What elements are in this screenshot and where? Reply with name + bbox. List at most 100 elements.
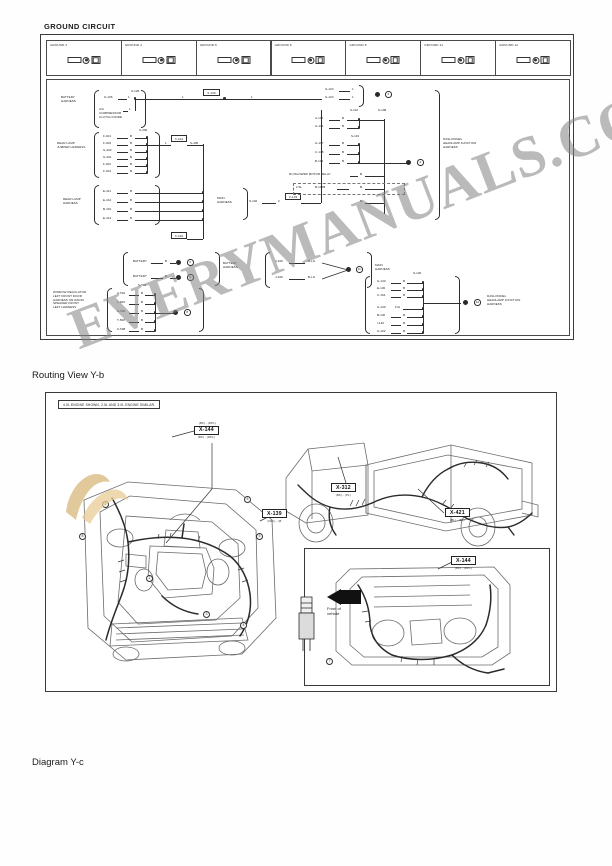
jumper-gauge: B-LG [308, 275, 316, 279]
bubble-6: 6 [244, 496, 251, 503]
splice-node [223, 97, 226, 100]
wire-pin: B [130, 169, 133, 173]
wire-pin: 1 [352, 95, 354, 99]
wire-pin: B [342, 150, 345, 154]
wire-id: F-404 [103, 169, 112, 173]
ground-bolt-icon [382, 56, 390, 64]
window-regulator-label: WINDOW REGULATOR LEFT FRONT DOOR HARNESS… [53, 290, 87, 309]
callout-x139[interactable]: X-139 (DPL) - (B [262, 509, 287, 523]
wire-id: E-411 [103, 189, 112, 193]
brace-right [243, 188, 248, 220]
bubble-7: 7 [326, 658, 333, 665]
wire-line [365, 188, 384, 190]
engine-option-region [293, 183, 405, 195]
splice-id: S-110 [350, 108, 359, 112]
splice-node [153, 329, 157, 332]
bottom-pin: B [360, 199, 363, 203]
wire-line [135, 219, 203, 221]
splice-node [421, 307, 425, 310]
wire-line [129, 330, 139, 332]
wire-id: A-501 [117, 291, 126, 295]
wire-line [339, 98, 350, 100]
brace-right [155, 132, 160, 178]
brace-right [215, 252, 220, 286]
ground-circuit-section: GROUND CIRCUIT GROUND 3 GROUND 4 [40, 22, 574, 340]
splice-node [145, 171, 149, 174]
terminal-icon [67, 57, 82, 63]
wire-pin: B [403, 279, 406, 283]
wire-line [347, 153, 359, 155]
callout-x421[interactable]: X-421 (BL) - (BL) [445, 508, 470, 522]
wire-line [407, 296, 423, 298]
splice-node [421, 281, 425, 284]
wire-line [145, 303, 155, 305]
wire-id: G-107 [315, 141, 324, 145]
wire-line [118, 98, 127, 100]
wire-id: E-414 [103, 216, 112, 220]
connector-cell-ground-12: GROUND 12 [495, 40, 571, 76]
ground-bolt-icon [232, 56, 240, 64]
wire-line [151, 262, 163, 264]
ground-circuit-frame: GROUND 3 GROUND 4 GROU [40, 34, 574, 340]
connector-cell-ground-5: GROUND 5 [195, 40, 272, 76]
jumper-merge-lines [321, 262, 349, 280]
battery-row-pin: B [165, 259, 168, 263]
brace-left [94, 185, 99, 225]
callout-x144-top[interactable]: (BK) - (DPL) X-144 (BK) - (DPL) [194, 421, 219, 439]
wire-pin: 1 [352, 87, 354, 91]
wire-id: G-130 [377, 279, 386, 283]
connector-label: GROUND 12 [499, 43, 519, 47]
wire-pin: B [130, 207, 133, 211]
dash-splice: S-130 [413, 271, 422, 275]
wire-pin: B [130, 134, 133, 138]
wire-line [203, 190, 204, 222]
wire-pin: B [141, 309, 144, 313]
wire-line [129, 294, 139, 296]
splice-node [421, 315, 425, 318]
ground-ring: 11 [356, 266, 363, 273]
wire-id: B-401 [103, 207, 112, 211]
bubble-3: 3 [203, 611, 210, 618]
splice-id: S-126 [131, 89, 140, 93]
ground-box-icon [315, 56, 325, 64]
wire-line [135, 98, 147, 100]
wire-pin: B [130, 216, 133, 220]
wire-id: B-102 [315, 159, 324, 163]
splice-node [153, 293, 157, 296]
brace-left [365, 276, 370, 334]
ground-box-icon [241, 56, 251, 64]
splice-node [145, 164, 149, 167]
callout-x144-lower[interactable]: X-144 (BK) - (DPL) [451, 556, 476, 570]
arrow-left-icon [327, 589, 361, 605]
connector-label: GROUND 11 [424, 43, 444, 47]
wire-line [129, 303, 139, 305]
main-harness-label: MAIN HARNESS [217, 196, 232, 204]
wire-pin: B [403, 329, 406, 333]
battery-row-pin: B [165, 274, 168, 278]
wire-pin: B [130, 162, 133, 166]
wire-id: K-502 [117, 309, 126, 313]
wire-pin: 1 [251, 95, 253, 99]
wire-pin: B [342, 159, 345, 163]
wire-line [187, 238, 203, 240]
wire-line [117, 165, 128, 167]
ground-box-icon [465, 56, 475, 64]
splice-node [145, 150, 149, 153]
callout-bottom-text: (BL) - (BL) [450, 517, 465, 522]
wire-line [170, 262, 176, 264]
front-panel-inset-frame [304, 548, 550, 686]
callout-x312[interactable]: X-312 (BK) - (PL) [331, 483, 356, 497]
wire-line [117, 172, 128, 174]
wire-id: G-104 [325, 95, 334, 99]
ground-box-icon [91, 56, 101, 64]
wire-line [329, 153, 340, 155]
wire-line [407, 282, 423, 284]
engine-pin: B [360, 185, 363, 189]
bubble-2: 2 [146, 575, 153, 582]
ground-ring: 5 [187, 259, 194, 266]
rear-lamp-harness-label: REAR LAMP HARNESS [63, 197, 81, 205]
wire-id: G-162 [377, 329, 386, 333]
wire-pin: B [130, 141, 133, 145]
wire-line [347, 119, 359, 121]
wire-pin: B [130, 148, 133, 152]
